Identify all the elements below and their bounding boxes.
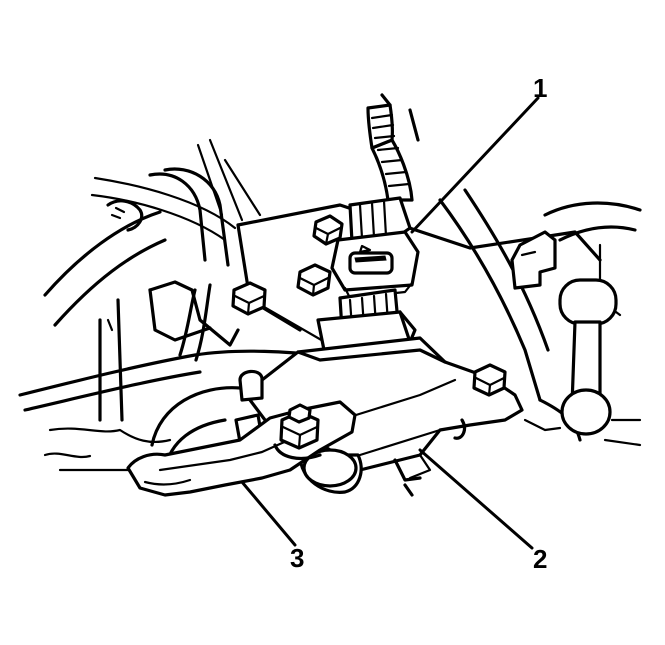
bolt-middle <box>296 263 332 297</box>
mount-bracket-right <box>510 230 557 290</box>
shaft-housing <box>150 386 363 494</box>
electrical-connector <box>330 196 420 300</box>
callout-1-label: 1 <box>533 73 547 103</box>
shift-lever <box>126 400 357 497</box>
bolt-left <box>231 281 267 316</box>
leader-1 <box>410 96 540 234</box>
wiring-harness <box>366 93 420 202</box>
callout-2-label: 2 <box>533 544 547 574</box>
callout-3-label: 3 <box>290 543 304 573</box>
callout-leaders <box>240 96 540 550</box>
shift-link-rod <box>558 278 618 436</box>
bolt-upper <box>312 214 344 246</box>
leader-2 <box>418 448 534 550</box>
leader-3 <box>240 480 297 547</box>
